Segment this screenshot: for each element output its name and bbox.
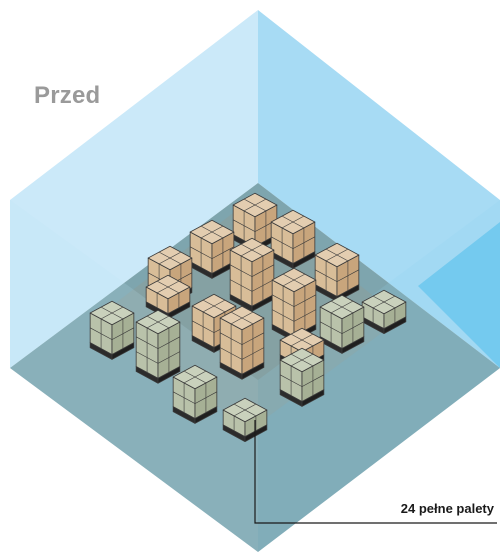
pallet-stack bbox=[220, 306, 264, 379]
pallet-stack bbox=[136, 310, 180, 383]
pallet-stack bbox=[280, 348, 324, 406]
pallet-stack bbox=[230, 238, 274, 311]
pallet-stack bbox=[320, 295, 364, 353]
pallet-stack bbox=[190, 220, 234, 278]
pallet-stack bbox=[315, 243, 359, 301]
diagram-title: Przed bbox=[34, 82, 100, 110]
callout-label: 24 pełne palety bbox=[401, 501, 494, 516]
pallet-stack bbox=[272, 268, 316, 341]
pallet-stack bbox=[271, 210, 315, 268]
pallet-stack bbox=[90, 301, 134, 359]
pallet-stack bbox=[173, 365, 217, 423]
